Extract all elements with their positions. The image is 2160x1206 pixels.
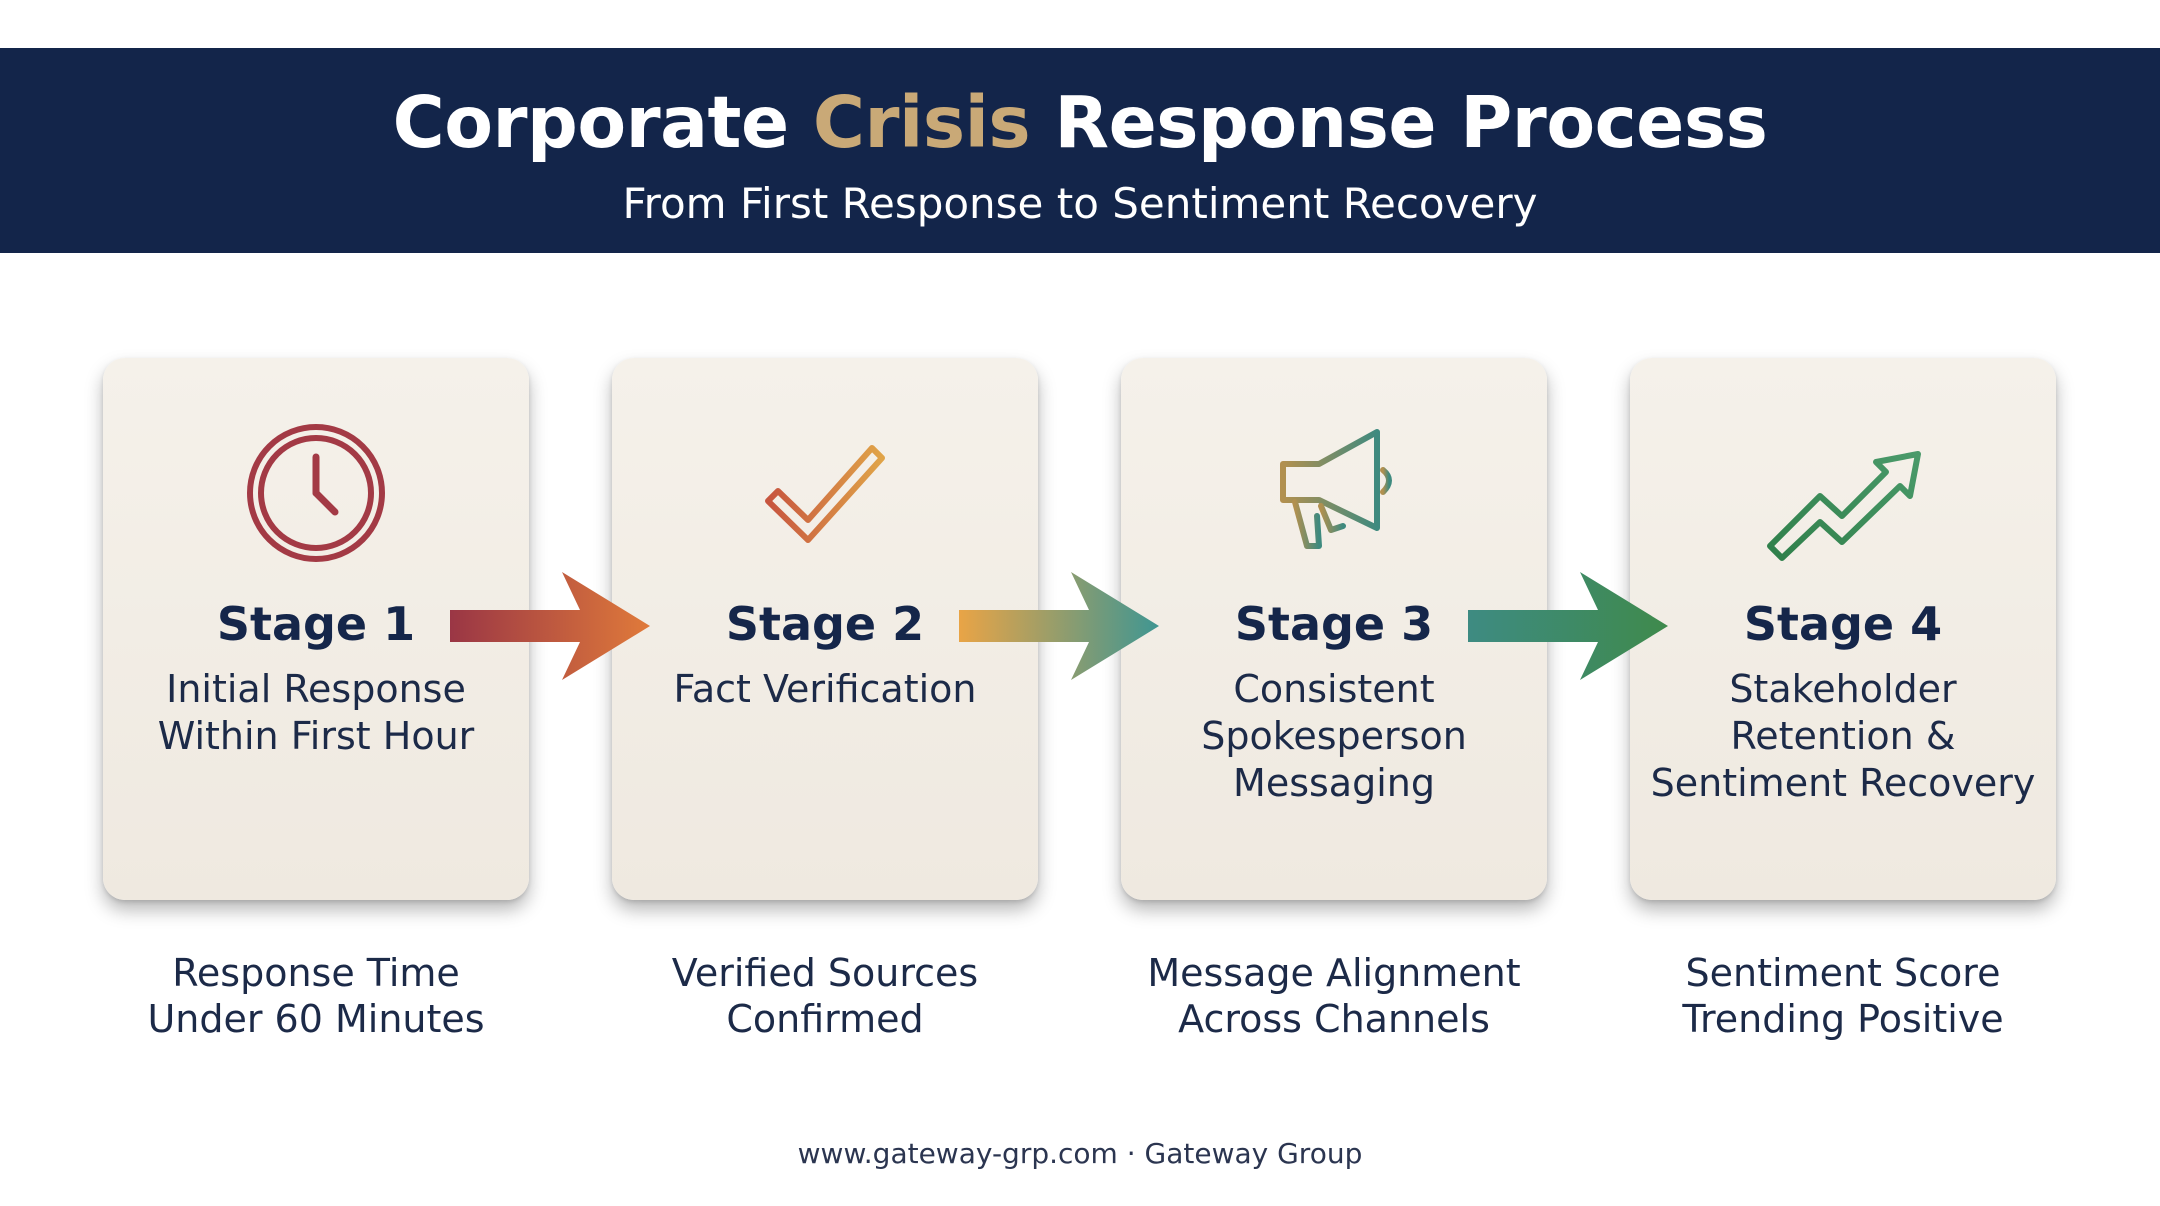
stage-description: Initial Response Within First Hour (113, 666, 519, 760)
description-line: Retention & (1730, 714, 1956, 758)
footer-credit: www.gateway-grp.com · Gateway Group (797, 1137, 1363, 1170)
metric-line: Trending Positive (1682, 997, 2004, 1041)
metric-line: Across Channels (1178, 997, 1490, 1041)
stage-card-2: Stage 2 Fact Verification (612, 358, 1038, 900)
stage-metric-2: Verified Sources Confirmed (612, 950, 1038, 1042)
title-accent-word: Crisis (812, 81, 1031, 164)
checkmark-icon (612, 418, 1038, 568)
stage-metric-1: Response Time Under 60 Minutes (103, 950, 529, 1042)
metric-line: Response Time (172, 951, 460, 995)
description-line: Consistent (1233, 667, 1435, 711)
title-part: Corporate (392, 81, 790, 164)
page-subtitle: From First Response to Sentiment Recover… (622, 179, 1538, 228)
header-banner: Corporate Crisis Response Process From F… (0, 48, 2160, 253)
arrow-right-icon (450, 572, 650, 680)
stage-card-4: Stage 4 Stakeholder Retention & Sentimen… (1630, 358, 2056, 900)
arrow-right-icon (1468, 572, 1668, 680)
description-line: Spokesperson (1201, 714, 1467, 758)
trending-up-icon (1630, 418, 2056, 568)
stage-label: Stage 4 (1743, 597, 1943, 651)
description-line: Within First Hour (157, 714, 475, 758)
stage-label: Stage 2 (725, 597, 925, 651)
megaphone-icon (1121, 418, 1547, 568)
metric-line: Confirmed (726, 997, 924, 1041)
stage-description: Stakeholder Retention & Sentiment Recove… (1640, 666, 2046, 807)
metric-line: Under 60 Minutes (147, 997, 485, 1041)
arrow-right-icon (959, 572, 1159, 680)
stage-description: Fact Verification (622, 666, 1028, 713)
page-title: Corporate Crisis Response Process (0, 78, 2160, 168)
clock-icon (103, 418, 529, 568)
description-line: Fact Verification (673, 667, 977, 711)
stage-label: Stage 1 (216, 597, 416, 651)
description-line: Messaging (1233, 761, 1435, 805)
stage-label: Stage 3 (1234, 597, 1434, 651)
metric-line: Verified Sources (671, 951, 979, 995)
title-part: Response Process (1054, 81, 1768, 164)
metric-line: Sentiment Score (1685, 951, 2001, 995)
description-line: Stakeholder (1729, 667, 1957, 711)
stage-metric-3: Message Alignment Across Channels (1121, 950, 1547, 1042)
stage-description: Consistent Spokesperson Messaging (1131, 666, 1537, 807)
stage-metric-4: Sentiment Score Trending Positive (1630, 950, 2056, 1042)
description-line: Initial Response (166, 667, 466, 711)
description-line: Sentiment Recovery (1650, 761, 2036, 805)
stage-card-3: Stage 3 Consistent Spokesperson Messagin… (1121, 358, 1547, 900)
metric-line: Message Alignment (1147, 951, 1521, 995)
